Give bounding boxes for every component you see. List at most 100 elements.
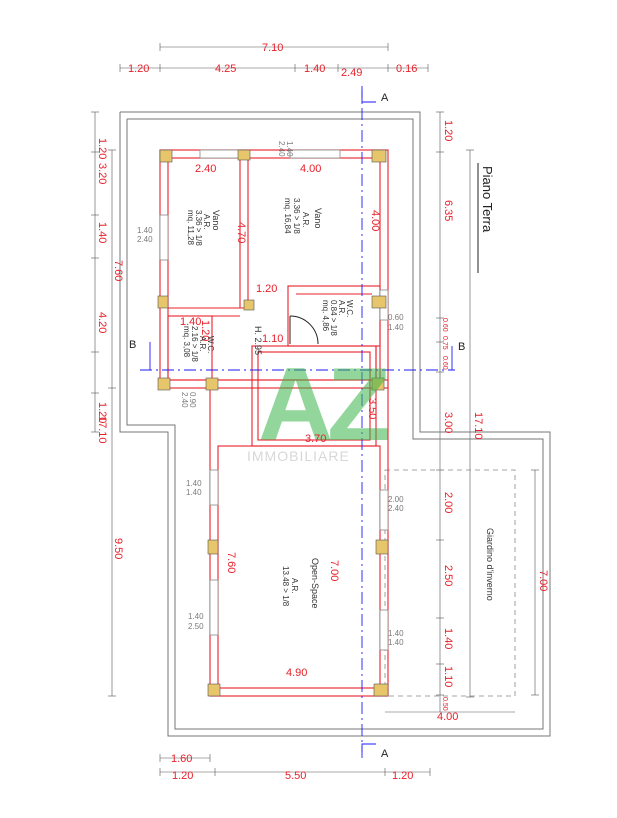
- dim-right-050: 0.50: [441, 697, 448, 711]
- win-wc-2: 1.40: [388, 323, 404, 332]
- win-leftvano-1: 1.40: [137, 226, 153, 235]
- room-name: W.C.: [206, 336, 215, 353]
- win-orb-2: 1.40: [388, 638, 404, 647]
- room-name: Vano: [211, 210, 221, 230]
- section-b-left: B: [129, 339, 136, 351]
- watermark-logo: AZ IMMOBILIARE: [247, 347, 394, 464]
- room-vano-big: Vano A.R. 3.36 > 1/8 mq. 16,84: [283, 198, 323, 234]
- winter-garden-outline: [384, 469, 516, 697]
- dim-int-120b: 1.20: [199, 320, 211, 341]
- room-area: mq. 11,28: [186, 210, 195, 246]
- room-vano-small: Vano A.R. 3.36 > 1/8 mq. 11,28: [186, 210, 221, 246]
- dim-int-400: 4.00: [300, 163, 321, 175]
- win-orb-1: 1.40: [388, 629, 404, 638]
- room-name: Vano: [313, 208, 323, 228]
- dim-int-700: 7.00: [328, 560, 340, 581]
- win-olt-2: 1.40: [186, 488, 202, 497]
- plan-title: Piano Terra: [480, 166, 495, 233]
- section-a-top: A: [381, 92, 389, 104]
- dim-top-140: 1.40: [304, 63, 325, 75]
- room-ar: A.R.: [301, 212, 310, 228]
- dim-int-240: 2.40: [195, 163, 216, 175]
- room-ratio: 2.16 > 1/8: [190, 326, 199, 362]
- dim-left-760: 7.60: [112, 260, 124, 281]
- room-ar: A.R.: [198, 336, 207, 352]
- room-ratio: 3.36 > 1/8: [194, 210, 203, 246]
- dim-left-950: 9.50: [112, 538, 124, 559]
- dim-int-370: 3.70: [305, 433, 326, 445]
- dimension-lines: [91, 43, 539, 776]
- win-bath-2: 2.40: [180, 392, 189, 408]
- section-a-bottom: A: [381, 748, 389, 760]
- dim-int-120: 1.20: [256, 283, 277, 295]
- watermark-immobiliare: IMMOBILIARE: [247, 448, 350, 464]
- dim-right-060: 0.60: [441, 318, 448, 332]
- window-labels: 1.40 2.40 1.40 2.40 0.60 1.40 0.90 2.40 …: [137, 141, 404, 647]
- dim-int-400b: 4.00: [437, 711, 458, 723]
- win-ort-2: 2.40: [388, 504, 404, 513]
- dim-right-140: 1.40: [442, 628, 454, 649]
- dim-bottom-120b: 1.20: [392, 770, 413, 782]
- dim-right-635: 6.35: [442, 200, 454, 221]
- win-bath-1: 0.90: [188, 392, 197, 408]
- dim-bottom-120a: 1.20: [172, 770, 193, 782]
- dim-right-120: 1.20: [442, 120, 454, 141]
- room-ar: A.R.: [290, 578, 299, 594]
- room-area: mq. 4,86: [321, 300, 330, 332]
- dim-left-120a: 1.20: [96, 138, 108, 159]
- room-area: mq. 16,84: [283, 198, 292, 234]
- win-wc-1: 0.60: [388, 313, 404, 322]
- win-top-1: 1.40: [285, 141, 294, 157]
- dim-bottom-160: 1.60: [171, 753, 192, 765]
- ceiling-height: H. 2.95: [253, 326, 263, 355]
- room-wc: W.C. A.R. 0.84 > 1/8 mq. 4,86: [321, 300, 354, 336]
- dim-left-320: 3.20: [96, 163, 108, 184]
- dim-right-300: 3.00: [442, 412, 454, 433]
- dim-right-250: 2.50: [442, 565, 454, 586]
- dim-right-1710: 17.10: [472, 412, 484, 440]
- win-leftvano-2: 2.40: [137, 235, 153, 244]
- room-name: Open-Space: [310, 558, 320, 609]
- dim-left-120b: 1.20: [96, 402, 108, 423]
- dim-int-490: 4.90: [286, 667, 307, 679]
- win-olb-2: 2.50: [188, 622, 204, 631]
- left-dims: 1.20 3.20 1.40 7.60 4.20 1.20 17.10 9.50: [96, 138, 124, 559]
- walls: [159, 149, 389, 697]
- win-ort-1: 2.00: [388, 495, 404, 504]
- dim-top-425: 4.25: [215, 63, 236, 75]
- room-ratio: 0.84 > 1/8: [329, 300, 338, 336]
- right-dims: 1.20 6.35 0.60 0.75 0.60 3.00 17.10 2.00…: [441, 120, 549, 711]
- dim-right-200: 2.00: [442, 492, 454, 513]
- terrace-outline: [119, 111, 551, 737]
- dim-int-140: 1.40: [180, 316, 201, 328]
- room-ar: A.R.: [337, 300, 346, 316]
- dim-int-350: 3.50: [366, 398, 378, 419]
- dim-right-075: 0.75: [441, 336, 448, 350]
- room-bath: W.C. A.R. 2.16 > 1/8 mq. 3,08: [182, 326, 215, 362]
- watermark-az: AZ: [258, 347, 388, 463]
- room-open-space: Open-Space A.R. 13.48 > 1/8: [281, 558, 320, 609]
- dim-left-420: 4.20: [96, 312, 108, 333]
- dim-int-400v: 4.00: [369, 210, 381, 231]
- room-ratio: 13.48 > 1/8: [281, 566, 290, 607]
- columns: [157, 149, 389, 697]
- dim-int-760: 7.60: [225, 552, 237, 573]
- door-swing: [289, 315, 319, 345]
- dim-bottom-550: 5.50: [285, 770, 306, 782]
- section-b-right: B: [458, 341, 465, 353]
- dim-top-016: 0.16: [396, 63, 417, 75]
- win-top-2: 2.40: [277, 141, 286, 157]
- room-area: mq. 3,08: [182, 326, 191, 358]
- dim-left-140: 1.40: [96, 222, 108, 243]
- section-lines: [140, 86, 455, 758]
- dim-top-249: 2.49: [341, 67, 362, 79]
- dim-top-120: 1.20: [128, 63, 149, 75]
- dim-top-710: 7.10: [262, 42, 283, 54]
- dim-right-110: 1.10: [442, 666, 454, 687]
- room-giardino: Giardino d'inverno: [485, 528, 495, 601]
- room-ar: A.R.: [202, 214, 211, 230]
- dim-right-700: 7.00: [537, 570, 549, 591]
- win-olb-1: 1.40: [188, 612, 204, 621]
- dim-left-1710: 17.10: [96, 416, 108, 444]
